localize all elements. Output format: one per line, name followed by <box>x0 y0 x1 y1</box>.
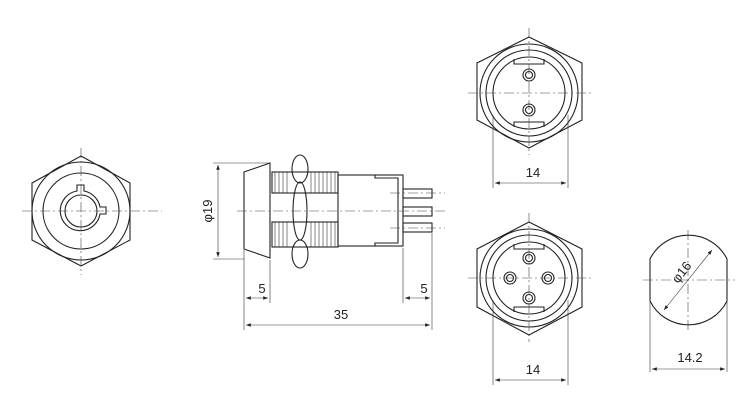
dim-overall-length: 35 <box>334 307 348 322</box>
side-view: φ19 5 5 35 <box>200 154 445 330</box>
front-view-key <box>22 148 162 275</box>
dim-bottom-hex-width: 14 <box>526 362 540 377</box>
panel-cutout-view: φ16 14.2 <box>643 230 735 372</box>
dim-bezel-length: 5 <box>258 281 265 296</box>
dim-side-diameter: φ19 <box>200 200 215 223</box>
dim-pin-length: 5 <box>420 281 427 296</box>
rear-view-4-pin: 14 <box>468 213 592 385</box>
dim-top-hex-width: 14 <box>526 165 540 180</box>
rear-view-2-pin: 14 <box>468 28 592 188</box>
dim-cutout-flat-width: 14.2 <box>677 350 702 365</box>
dim-cutout-diameter: φ16 <box>668 259 694 286</box>
